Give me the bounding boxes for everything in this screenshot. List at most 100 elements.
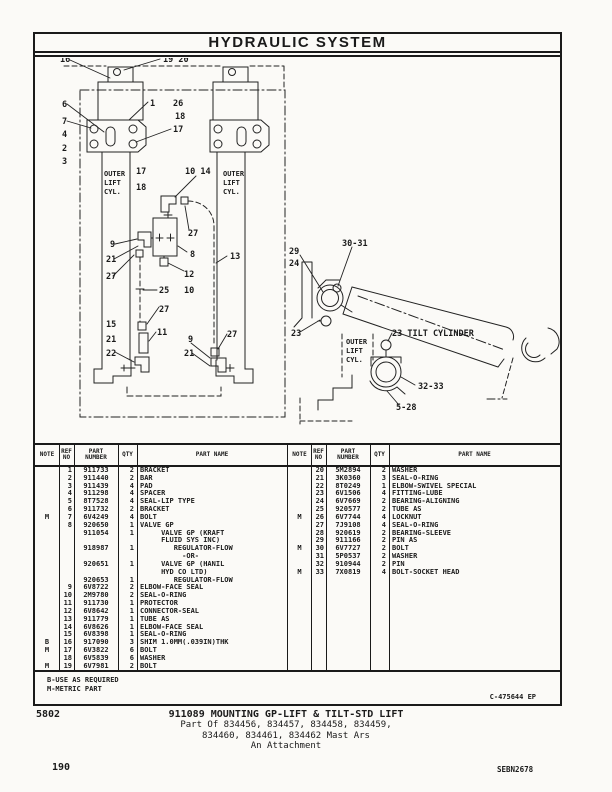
caption-line: Part Of 834456, 834457, 834458, 834459, xyxy=(180,720,392,731)
table-cell: 4 xyxy=(381,513,386,521)
table-cell: 4 xyxy=(129,482,134,490)
table-cell xyxy=(35,506,59,514)
table-cell: 4 xyxy=(381,490,386,498)
table-cell: 1 xyxy=(129,560,134,568)
diagram-callout: 30-31 xyxy=(342,239,368,249)
table-cell: 920650 xyxy=(83,521,109,529)
table-cell xyxy=(288,483,311,491)
table-cell xyxy=(35,522,59,530)
table-cell: 3 xyxy=(129,639,134,647)
diagram-callout: 15 xyxy=(106,320,116,330)
table-cell xyxy=(118,569,137,577)
diagram-callout: 18 xyxy=(136,183,146,193)
table-cell: PAD xyxy=(140,482,153,490)
table-cell xyxy=(35,631,59,639)
table-cell xyxy=(288,537,311,545)
table-cell xyxy=(59,553,74,561)
table-cell: 6V8626 xyxy=(83,623,109,631)
table-cell xyxy=(59,569,74,577)
table-cell: 25 xyxy=(315,506,324,514)
table-cell: 2 xyxy=(381,467,386,474)
column-divider xyxy=(118,445,119,670)
table-cell xyxy=(35,483,59,491)
figure-caption: 911089 MOUNTING GP-LIFT & TILT-STD LIFT … xyxy=(36,709,536,751)
table-cell: 6V8398 xyxy=(83,631,109,639)
table-cell: LOCKNUT xyxy=(392,513,422,521)
table-cell: 27 xyxy=(315,521,324,529)
table-cell: 3K0360 xyxy=(335,474,361,482)
table-cell: 19 xyxy=(63,662,72,670)
column-divider xyxy=(326,445,327,670)
table-cell: BRACKET xyxy=(140,506,170,514)
table-cell xyxy=(59,577,74,585)
column-divider xyxy=(59,445,60,670)
table-cell xyxy=(35,608,59,616)
table-cell: TUBE AS xyxy=(392,506,422,514)
table-cell: 6V7669 xyxy=(335,498,361,506)
table-cell: 7J9108 xyxy=(335,521,361,529)
caption-line: An Attachment xyxy=(250,740,322,751)
table-cell: SEAL-O-RING xyxy=(140,592,187,600)
table-cell: SEAL-O-RING xyxy=(392,474,439,482)
table-cell: 5 xyxy=(67,498,72,506)
document-number: SEBN2678 xyxy=(497,765,534,774)
table-cell: 22 xyxy=(315,482,324,490)
table-cell: 13 xyxy=(63,615,72,623)
table-cell: 910944 xyxy=(335,560,361,568)
diagram-callout: 9 xyxy=(188,335,193,345)
table-cell: REGULATOR-FLOW xyxy=(140,545,233,553)
leader-lines xyxy=(66,58,416,406)
table-cell: 10 xyxy=(63,592,72,600)
header-qty: QTY xyxy=(122,450,133,458)
diagram-callout: 7 xyxy=(62,117,67,127)
table-cell: BOLT xyxy=(140,513,157,521)
table-cell: 6V8722 xyxy=(83,584,109,592)
table-row: -OR- xyxy=(35,553,287,561)
table-cell: 911166 xyxy=(335,537,361,545)
table-cell: CONNECTOR-SEAL xyxy=(140,607,200,615)
table-cell: M xyxy=(44,513,50,521)
diagram-callout: 27 xyxy=(227,330,237,340)
table-cell xyxy=(35,545,59,553)
diagram-callout: 4 xyxy=(62,130,67,140)
table-cell: 14 xyxy=(63,623,72,631)
table-cell: 20 xyxy=(315,467,324,474)
table-cell: ELBOW-SWIVEL SPECIAL xyxy=(392,482,477,490)
table-cell: BEARING-SLEEVE xyxy=(392,529,452,537)
diagram-callout: 22 xyxy=(106,349,116,359)
table-cell: 1 xyxy=(129,631,134,639)
diagram-callout: 23 xyxy=(291,329,301,339)
table-cell: 2 xyxy=(129,467,134,474)
table-cell: 911733 xyxy=(83,467,109,474)
table-cell xyxy=(35,553,59,561)
table-cell: 4 xyxy=(129,498,134,506)
table-cell: M xyxy=(297,545,302,553)
table-cell: TUBE AS xyxy=(140,615,170,623)
table-row: HYD CO LTD) xyxy=(35,569,287,577)
table-cell: M xyxy=(297,513,302,521)
table-cell: 12 xyxy=(63,607,72,615)
table-cell: 1 xyxy=(381,482,386,490)
diagram-callout: 9 xyxy=(110,240,115,250)
table-cell xyxy=(35,490,59,498)
table-cell: 6 xyxy=(129,654,134,662)
header-ref2: NO xyxy=(314,454,323,461)
header-part: PART xyxy=(340,447,356,455)
table-cell xyxy=(35,561,59,569)
table-cell: WASHER xyxy=(140,654,166,662)
table-cell: 8T0249 xyxy=(335,482,361,490)
table-cell: 11 xyxy=(63,600,72,608)
table-cell: 2 xyxy=(129,506,134,514)
